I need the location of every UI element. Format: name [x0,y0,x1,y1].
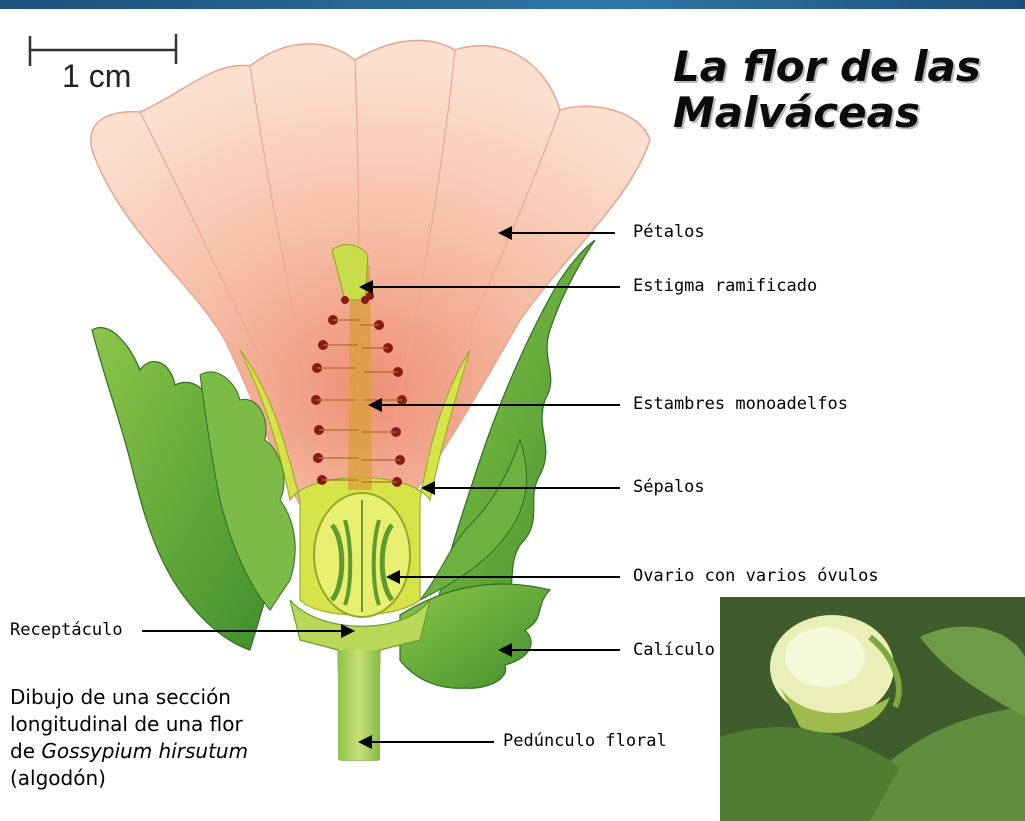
stem [289,599,431,761]
label-ovario: Ovario con varios óvulos [633,566,879,586]
staminal-column [331,244,372,490]
label-pedunculo: Pedúnculo floral [503,731,667,751]
caption-prefix: de [10,739,42,763]
label-sepalos: Sépalos [633,477,705,497]
caption-line-3: de Gossypium hirsutum [10,738,248,765]
arrow-heads [341,226,512,749]
caption-line-2: longitudinal de una flor [10,712,243,736]
figure-caption: Dibujo de una sección longitudinal de un… [10,684,248,792]
calyculus-leaf [399,583,552,689]
cotton-bud-photo [720,597,1025,821]
label-petalos: Pétalos [633,222,705,242]
ovary [313,492,411,618]
scale-bar [28,34,178,66]
scale-label: 1 cm [62,58,132,94]
caption-line-4: (algodón) [10,766,106,790]
left-bract [91,327,296,651]
title-line-2: Malváceas [673,88,920,137]
caption-line-1: Dibujo de una sección [10,685,231,709]
label-estambres: Estambres monoadelfos [633,394,848,414]
title-line-1: La flor de las [673,42,981,91]
leader-lines [142,232,620,743]
species-name: Gossypium hirsutum [41,739,249,763]
header-bar [0,0,1025,9]
label-caliculo: Calículo [633,640,715,660]
label-estigma: Estigma ramificado [633,276,818,296]
label-receptaculo: Receptáculo [10,620,123,640]
photo-graphic [720,597,1025,821]
diagram-title: La flor de las Malváceas [673,44,981,136]
